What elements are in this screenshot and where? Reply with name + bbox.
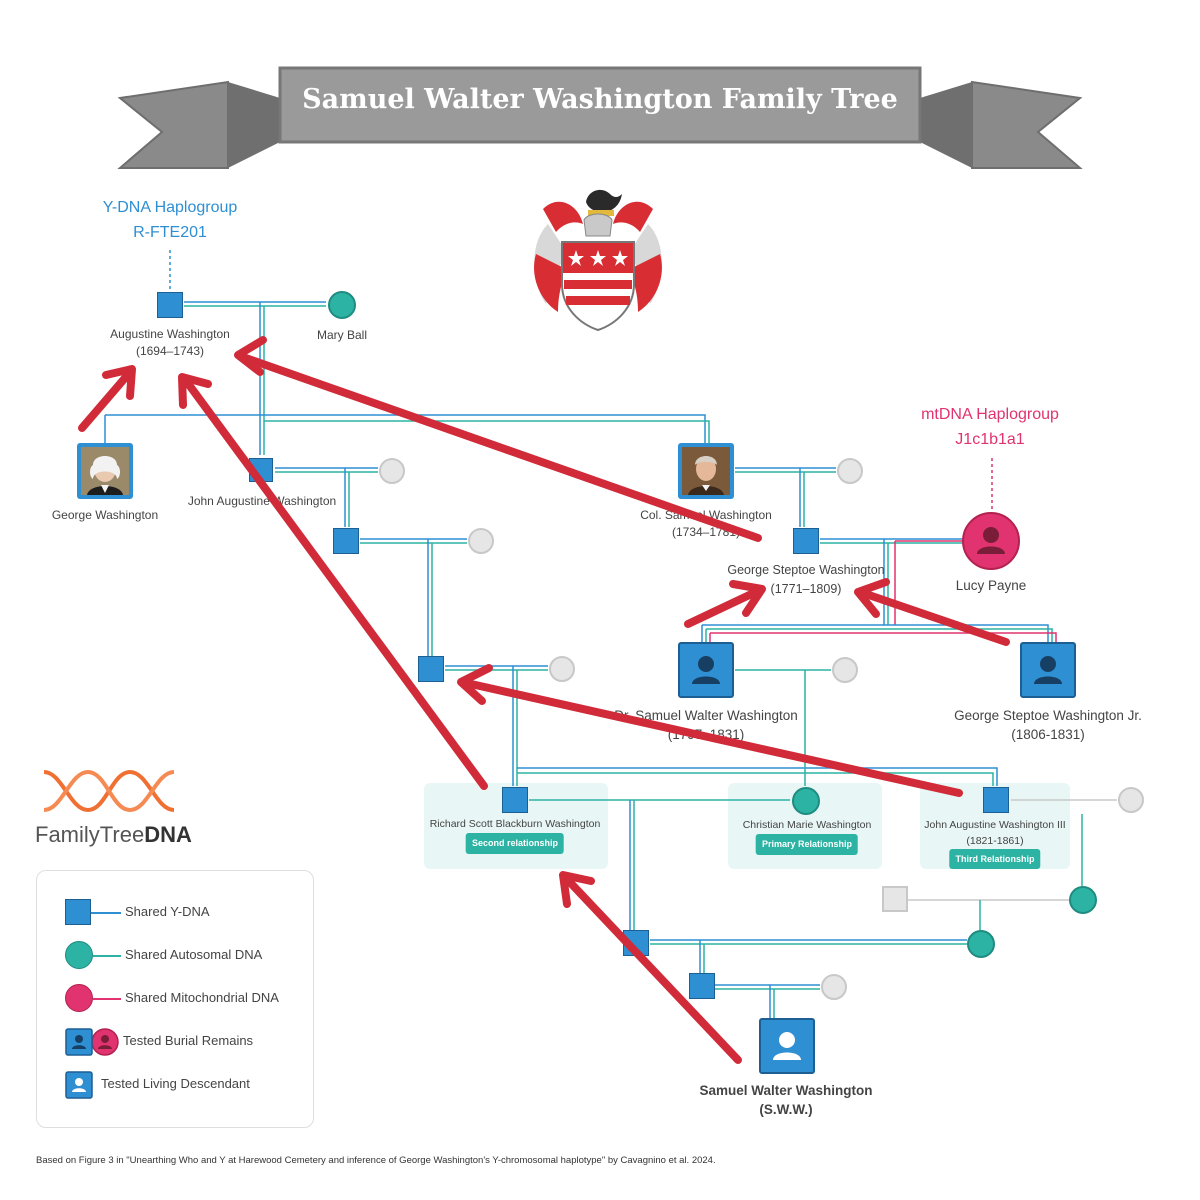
george-steptoe-jr-node[interactable]: [1020, 642, 1076, 698]
mary-ball-name: Mary Ball: [316, 328, 368, 342]
augustine-label: Augustine Washington (1694–1743): [110, 326, 230, 360]
logo-text-familytree: FamilyTree: [35, 822, 145, 847]
autosomal-line-icon: [93, 955, 121, 957]
legend-mito-label: Shared Mitochondrial DNA: [125, 990, 279, 1005]
sww-node[interactable]: [759, 1018, 815, 1074]
teal-circle-icon: [65, 941, 93, 969]
richard-badge: Second relationship: [465, 833, 564, 854]
ydna-label: Y-DNA Haplogroup: [102, 199, 238, 216]
mtdna-haplogroup: mtDNA Haplogroup J1c1b1a1: [921, 402, 1059, 452]
person-icon: [1034, 656, 1062, 684]
george-washington-portrait[interactable]: [77, 443, 133, 499]
person-square-icon: [65, 1071, 93, 1099]
christian-name: Christian Marie Washington: [742, 819, 872, 831]
george-steptoe-years: (1771–1809): [770, 582, 842, 596]
sww-name: Samuel Walter Washington: [699, 1083, 873, 1098]
sww-label: Samuel Walter Washington (S.W.W.): [699, 1081, 872, 1119]
unknown-grey-square[interactable]: [882, 886, 908, 912]
dr-samuel-name: Dr. Samuel Walter Washington: [614, 708, 798, 723]
john-iii-label: John Augustine Washington III (1821-1861…: [924, 817, 1066, 869]
sww-parent-node[interactable]: [689, 973, 715, 999]
person-icon: [977, 527, 1005, 554]
gen3-node[interactable]: [418, 656, 444, 682]
blue-square-icon: [65, 899, 91, 925]
title-banner: [117, 66, 1083, 169]
gen3-spouse-node[interactable]: [549, 656, 575, 682]
john-iii-badge: Third Relationship: [949, 849, 1041, 869]
john-iii-years: (1821-1861): [966, 835, 1024, 847]
col-samuel-spouse-node[interactable]: [837, 458, 863, 484]
legend-autosomal-label: Shared Autosomal DNA: [125, 947, 263, 962]
john-augustine-name: John Augustine Washington: [187, 494, 337, 508]
pink-circle-icon: [65, 984, 93, 1012]
dr-samuel-spouse-node[interactable]: [832, 657, 858, 683]
legend: Shared Y-DNA Shared Autosomal DNA Shared…: [36, 870, 314, 1128]
person-icon: [692, 656, 720, 684]
person-icon: [773, 1032, 801, 1060]
lucy-payne-node[interactable]: [962, 512, 1020, 570]
legend-living-label: Tested Living Descendant: [101, 1076, 250, 1091]
richard-node[interactable]: [502, 787, 528, 813]
person-pair-icon: [65, 1028, 119, 1056]
george-steptoe-label: George Steptoe Washington (1771–1809): [727, 561, 884, 599]
christian-label: Christian Marie Washington Primary Relat…: [742, 817, 872, 855]
john-augustine-spouse-node[interactable]: [379, 458, 405, 484]
ydna-line-icon: [91, 912, 121, 914]
augustine-node[interactable]: [157, 292, 183, 318]
george-steptoe-node[interactable]: [793, 528, 819, 554]
legend-burial-label: Tested Burial Remains: [123, 1033, 254, 1048]
page-title: Samuel Walter Washington Family Tree: [302, 84, 898, 115]
ydna-value: R-FTE201: [133, 224, 207, 241]
richard-child-spouse-node[interactable]: [967, 930, 995, 958]
legend-mito: Shared Mitochondrial DNA: [37, 979, 313, 1019]
mtdna-label: mtDNA Haplogroup: [921, 406, 1059, 423]
john-iii-descendant-node[interactable]: [1069, 886, 1097, 914]
richard-name: Richard Scott Blackburn Washington: [429, 818, 601, 830]
mito-line-icon: [93, 998, 121, 1000]
christian-badge: Primary Relationship: [755, 834, 859, 855]
ydna-haplogroup: Y-DNA Haplogroup R-FTE201: [103, 195, 238, 245]
dr-samuel-node[interactable]: [678, 642, 734, 698]
legend-ydna-label: Shared Y-DNA: [125, 904, 210, 919]
sww-abbrev: (S.W.W.): [759, 1102, 813, 1117]
familytreedna-logo: FamilyTreeDNA: [35, 822, 192, 848]
christian-node[interactable]: [792, 787, 820, 815]
legend-autosomal: Shared Autosomal DNA: [37, 936, 313, 976]
augustine-name: Augustine Washington: [110, 327, 230, 341]
mtdna-value: J1c1b1a1: [955, 431, 1025, 448]
lucy-payne-name: Lucy Payne: [955, 578, 1027, 593]
logo-text-dna: DNA: [144, 822, 192, 847]
source-footnote: Based on Figure 3 in "Unearthing Who and…: [36, 1155, 716, 1166]
legend-burial: Tested Burial Remains: [37, 1022, 313, 1062]
col-samuel-portrait[interactable]: [678, 443, 734, 499]
george-steptoe-name: George Steptoe Washington: [727, 563, 885, 577]
gen2-spouse-node[interactable]: [468, 528, 494, 554]
familytreedna-helix-icon: [43, 769, 175, 813]
richard-label: Richard Scott Blackburn Washington Secon…: [429, 816, 601, 854]
sww-parent-spouse-node[interactable]: [821, 974, 847, 1000]
george-washington-name: George Washington: [51, 508, 159, 522]
gen2-node[interactable]: [333, 528, 359, 554]
legend-ydna: Shared Y-DNA: [37, 893, 313, 933]
john-iii-name: John Augustine Washington III: [924, 819, 1066, 831]
george-steptoe-jr-label: George Steptoe Washington Jr. (1806-1831…: [954, 706, 1142, 744]
legend-living: Tested Living Descendant: [37, 1065, 313, 1105]
mary-ball-node[interactable]: [328, 291, 356, 319]
augustine-years: (1694–1743): [135, 344, 205, 358]
john-iii-spouse-node[interactable]: [1118, 787, 1144, 813]
george-steptoe-jr-name: George Steptoe Washington Jr.: [954, 708, 1142, 723]
george-steptoe-jr-years: (1806-1831): [1011, 727, 1085, 742]
john-iii-node[interactable]: [983, 787, 1009, 813]
coat-of-arms: [534, 189, 662, 332]
